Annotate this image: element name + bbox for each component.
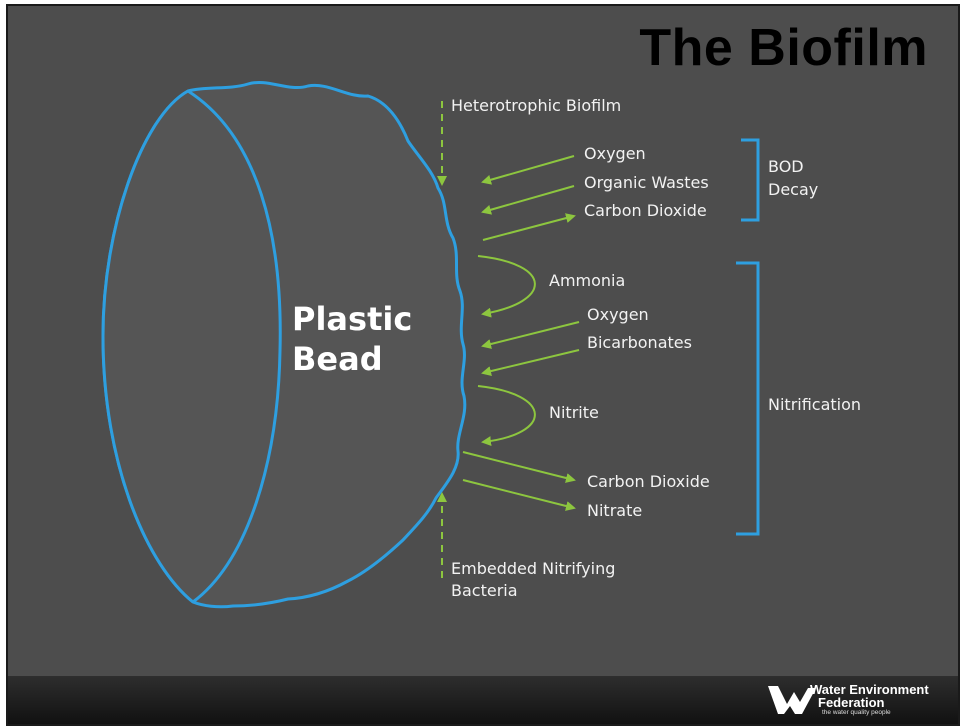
nitrification-bracket — [736, 263, 758, 534]
carbon-dioxide-2-out-arrow — [463, 452, 574, 480]
bead-outer-surface — [103, 82, 465, 606]
label-decay: Decay — [768, 180, 818, 199]
carbon-dioxide-out-arrow — [483, 216, 574, 240]
label-embedded-line1: Embedded Nitrifying — [451, 559, 615, 578]
wef-logo-mark-icon — [768, 684, 816, 716]
nitrite-curved-arrow — [478, 386, 535, 442]
bicarbonates-in-arrow — [483, 350, 579, 373]
label-nitrate: Nitrate — [587, 501, 642, 520]
label-heterotrophic-biofilm: Heterotrophic Biofilm — [451, 96, 621, 115]
wef-logo: Water Environment Federation the water q… — [768, 682, 938, 718]
label-oxygen-1: Oxygen — [584, 144, 646, 163]
slide: The Biofilm Plastic Bead Heterotrophic B… — [6, 4, 960, 726]
oxygen-2-in-arrow — [483, 322, 579, 346]
label-nitrite: Nitrite — [549, 403, 599, 422]
biofilm-diagram: Plastic Bead Heterotrophic Biofilm Oxyge… — [8, 6, 958, 676]
label-embedded-line2: Bacteria — [451, 581, 518, 600]
wef-logo-tagline: the water quality people — [822, 709, 891, 716]
bead-label-plastic: Plastic — [292, 300, 412, 338]
label-carbon-dioxide-1: Carbon Dioxide — [584, 201, 707, 220]
bod-bracket — [741, 140, 758, 220]
ammonia-curved-arrow — [478, 256, 535, 314]
label-oxygen-2: Oxygen — [587, 305, 649, 324]
bead-label-bead: Bead — [292, 340, 383, 378]
label-bicarbonates: Bicarbonates — [587, 333, 692, 352]
oxygen-in-arrow — [483, 156, 574, 182]
nitrate-out-arrow — [463, 480, 574, 508]
wef-logo-line2: Federation — [818, 695, 884, 710]
label-nitrification: Nitrification — [768, 395, 861, 414]
label-carbon-dioxide-2: Carbon Dioxide — [587, 472, 710, 491]
organic-wastes-in-arrow — [483, 186, 574, 212]
label-bod: BOD — [768, 157, 804, 176]
label-organic-wastes: Organic Wastes — [584, 173, 709, 192]
label-ammonia: Ammonia — [549, 271, 625, 290]
plastic-bead — [103, 82, 465, 606]
footer-bar: Water Environment Federation the water q… — [8, 676, 958, 724]
